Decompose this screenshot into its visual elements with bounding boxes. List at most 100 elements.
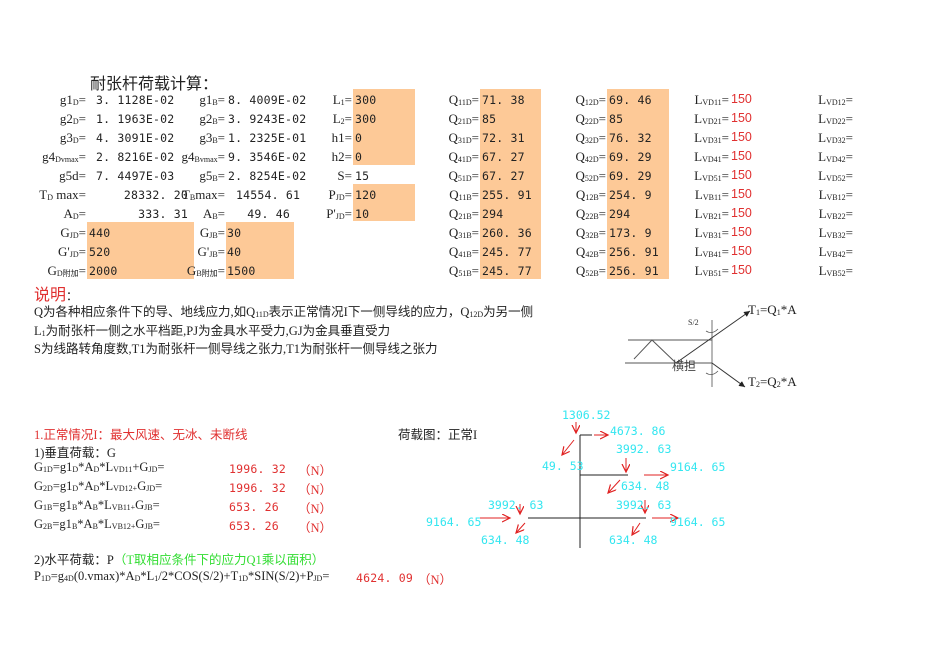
param-value[interactable]: 76. 32: [609, 131, 652, 145]
notes-line-2: L1为耐张杆一侧之水平档距,PJ为金具水平受力,GJ为金具垂直受力: [34, 324, 391, 338]
param-label: Q42B=: [575, 244, 606, 259]
param-label: Q22B=: [575, 206, 606, 221]
param-value[interactable]: 67. 27: [482, 169, 525, 183]
notes-line-1: Q为各种相应条件下的导、地线应力,如Q11D表示正常情况I下一侧导线的应力，Q1…: [34, 305, 534, 319]
param-label: Q11D=: [448, 92, 479, 107]
param-value: 1. 1963E-02: [96, 112, 175, 126]
lv-value: 150: [731, 149, 752, 163]
mid-vertical-load: 3992. 63: [616, 442, 672, 456]
load-unit: （N）: [298, 483, 333, 497]
param-label: g4Dvmax=: [42, 149, 86, 164]
param-label: LVD12=: [818, 92, 853, 107]
param-label: G'JD=: [58, 244, 86, 259]
param-value[interactable]: 85: [482, 112, 497, 126]
param-value: 49. 46: [247, 207, 290, 221]
left-diagonal-load: 634. 48: [481, 533, 530, 547]
param-value[interactable]: 0: [355, 150, 363, 164]
param-value[interactable]: 520: [89, 245, 111, 259]
param-value[interactable]: 40: [227, 245, 242, 259]
param-value[interactable]: 254. 9: [609, 188, 652, 202]
param-label: LVB32=: [818, 225, 853, 240]
load-diagram: [480, 422, 730, 548]
param-value[interactable]: 67. 27: [482, 150, 525, 164]
param-label: GB附加=: [186, 263, 225, 278]
param-value[interactable]: 72. 31: [482, 131, 525, 145]
lv-value: 150: [731, 187, 752, 201]
param-value[interactable]: 69. 29: [609, 150, 652, 164]
top-horizontal-load: 4673. 86: [610, 424, 666, 438]
load-diagram-title: 荷载图：正常I: [398, 428, 478, 442]
right-vertical-load: 3992. 63: [616, 498, 672, 512]
param-label: LVB52=: [818, 263, 853, 278]
input-cells-span: [353, 89, 415, 165]
param-value[interactable]: 294: [482, 207, 504, 221]
param-label: LVD52=: [818, 168, 853, 183]
param-label: G'JB=: [197, 244, 225, 259]
param-value[interactable]: 255. 91: [482, 188, 532, 202]
param-value[interactable]: 260. 36: [482, 226, 532, 240]
param-label: g5B=: [199, 168, 225, 183]
lv-value: 150: [731, 168, 752, 182]
p1d-value: 4624. 09: [356, 571, 413, 585]
param-value[interactable]: 245. 77: [482, 245, 532, 259]
param-label: Q12D=: [575, 92, 606, 107]
param-label: LVD11=: [694, 92, 729, 107]
param-label: Q32D=: [575, 130, 606, 145]
load-value: 653. 26: [229, 500, 279, 514]
param-value[interactable]: 0: [355, 131, 363, 145]
left-horizontal-load: 9164. 65: [426, 515, 482, 529]
param-value[interactable]: 173. 9: [609, 226, 652, 240]
param-label: LVB51=: [694, 263, 729, 278]
input-cells-q2: [607, 89, 669, 279]
page-title: 耐张杆荷载计算：: [90, 74, 219, 93]
t1-label: T1=Q1*A: [748, 302, 797, 317]
param-label: GJB=: [199, 225, 225, 240]
param-label: Q21D=: [448, 111, 479, 126]
param-value[interactable]: 256. 91: [609, 264, 659, 278]
param-value: 1. 2325E-01: [228, 131, 307, 145]
angle-label: S/2: [688, 318, 699, 327]
param-value[interactable]: 69. 29: [609, 169, 652, 183]
param-value[interactable]: 85: [609, 112, 624, 126]
param-value: 4. 3091E-02: [96, 131, 175, 145]
param-label: LVD31=: [694, 130, 729, 145]
param-value[interactable]: 69. 46: [609, 93, 652, 107]
right-horizontal-load: 9164. 65: [670, 515, 726, 529]
param-value[interactable]: 2000: [89, 264, 118, 278]
param-value[interactable]: 300: [355, 112, 377, 126]
left-vertical-load: 3992. 63: [488, 498, 544, 512]
param-label: L2=: [332, 111, 352, 126]
param-label: TD max=: [39, 187, 86, 202]
vertical-load-title: 1)垂直荷载：G: [34, 446, 116, 460]
crossarm-label: 横担: [672, 359, 697, 373]
notes-heading: 说明：: [34, 285, 79, 304]
p1d-unit: （N）: [418, 573, 453, 587]
param-value[interactable]: 245. 77: [482, 264, 532, 278]
param-value[interactable]: 71. 38: [482, 93, 525, 107]
load-formula: G2D=g1D*AD*LVD12+GJD=: [34, 479, 163, 493]
param-value[interactable]: 1500: [227, 264, 256, 278]
param-value[interactable]: 256. 91: [609, 245, 659, 259]
load-formula: G2B=g1B*AB*LVB12+GJB=: [34, 517, 160, 531]
param-label: g2D=: [59, 111, 86, 126]
param-value[interactable]: 294: [609, 207, 631, 221]
param-label: GD附加=: [47, 263, 86, 278]
param-value[interactable]: 10: [355, 207, 370, 221]
param-value[interactable]: 300: [355, 93, 377, 107]
param-label: LVD32=: [818, 130, 853, 145]
input-cells-gjb: [226, 222, 294, 279]
param-label: Q52B=: [575, 263, 606, 278]
param-label: LVB41=: [694, 244, 729, 259]
top-vertical-load: 1306.52: [562, 408, 611, 422]
param-label: g1D=: [59, 92, 86, 107]
param-value[interactable]: 30: [227, 226, 242, 240]
param-label: h2=: [331, 149, 352, 164]
param-value[interactable]: 440: [89, 226, 111, 240]
lv-value: 150: [731, 244, 752, 258]
param-value: 14554. 61: [236, 188, 301, 202]
load-unit: （N）: [298, 521, 333, 535]
t2-label: T2=Q2*A: [748, 374, 797, 389]
right-diagonal-load: 634. 48: [609, 533, 658, 547]
notes-line-3: S为线路转角度数,T1为耐张杆一侧导线之张力,T1为耐张杆一侧导线之张力: [34, 342, 438, 356]
param-value[interactable]: 120: [355, 188, 377, 202]
